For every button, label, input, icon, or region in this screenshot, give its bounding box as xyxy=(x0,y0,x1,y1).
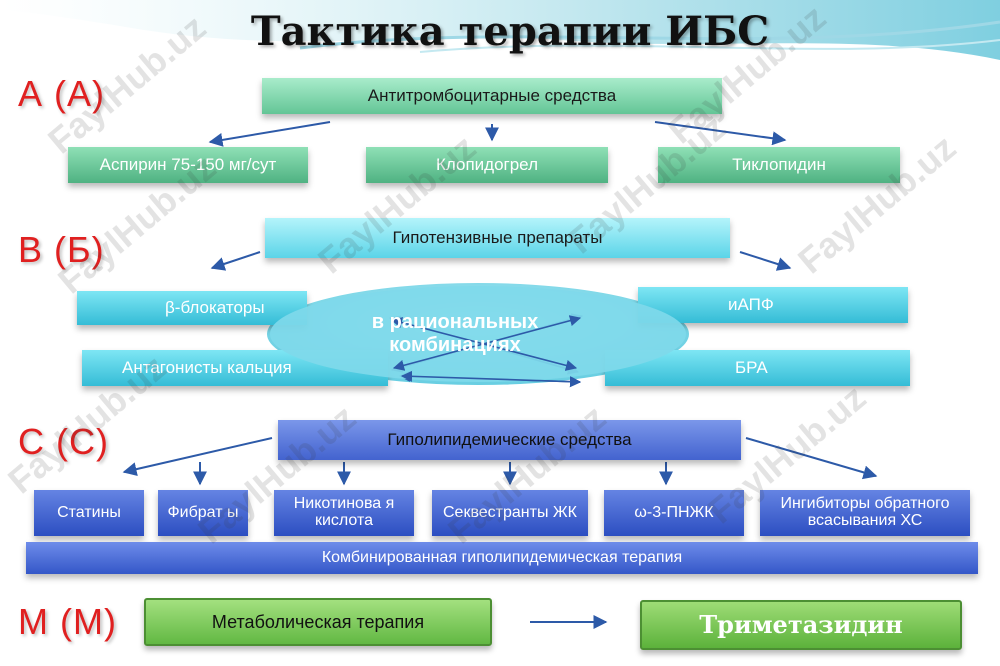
section-a-letter: А (А) xyxy=(18,73,106,114)
clopidogrel-box: Клопидогрел xyxy=(366,147,608,183)
arrow-a-right xyxy=(654,121,787,146)
metabolic-therapy-box: Метаболическая терапия xyxy=(144,598,492,646)
arrow-c-6 xyxy=(745,437,878,480)
arrow-a-left xyxy=(208,121,331,147)
nicotinic-acid-box: Никотинова я кислота xyxy=(274,490,414,536)
lipid-lowering-box: Гиполипидемические средства xyxy=(278,420,741,460)
fibrates-box: Фибрат ы xyxy=(158,490,248,536)
antihypertensive-box: Гипотензивные препараты xyxy=(265,218,730,258)
header-swoosh-line-2 xyxy=(419,39,1000,53)
cholesterol-absorption-inhibitors-box: Ингибиторы обратного всасывания ХС xyxy=(760,490,970,536)
omega-3-box: ω-3-ПНЖК xyxy=(604,490,744,536)
statins-box: Статины xyxy=(34,490,144,536)
combined-lipid-therapy-band: Комбинированная гиполипидемическая терап… xyxy=(26,542,978,574)
ace-inhibitors-box: иАПФ xyxy=(638,287,908,323)
header-swoosh-line xyxy=(299,20,1000,50)
slide-title: Тактика терапии ИБС xyxy=(250,8,770,55)
header-swoosh xyxy=(0,0,1000,60)
section-c-letter: С (С) xyxy=(18,421,109,462)
antiplatelet-agents-box: Антитромбоцитарные средства xyxy=(262,78,722,114)
section-b-letter: В (Б) xyxy=(18,229,105,270)
beta-blockers-box: β-блокаторы xyxy=(77,291,307,325)
arb-box: БРА xyxy=(605,350,910,386)
arrow-b-right xyxy=(739,251,792,271)
trimetazidine-box: Триметазидин xyxy=(640,600,962,650)
aspirin-box: Аспирин 75-150 мг/сут xyxy=(68,147,308,183)
arrow-b-left xyxy=(210,251,261,271)
rational-combinations-text: в рациональных комбинациях xyxy=(371,311,539,356)
bile-acid-sequestrants-box: Секвестранты ЖК xyxy=(432,490,588,536)
section-m-letter: М (М) xyxy=(18,601,117,642)
arrow-c-1 xyxy=(122,437,273,477)
ticlopidine-box: Тиклопидин xyxy=(658,147,900,183)
